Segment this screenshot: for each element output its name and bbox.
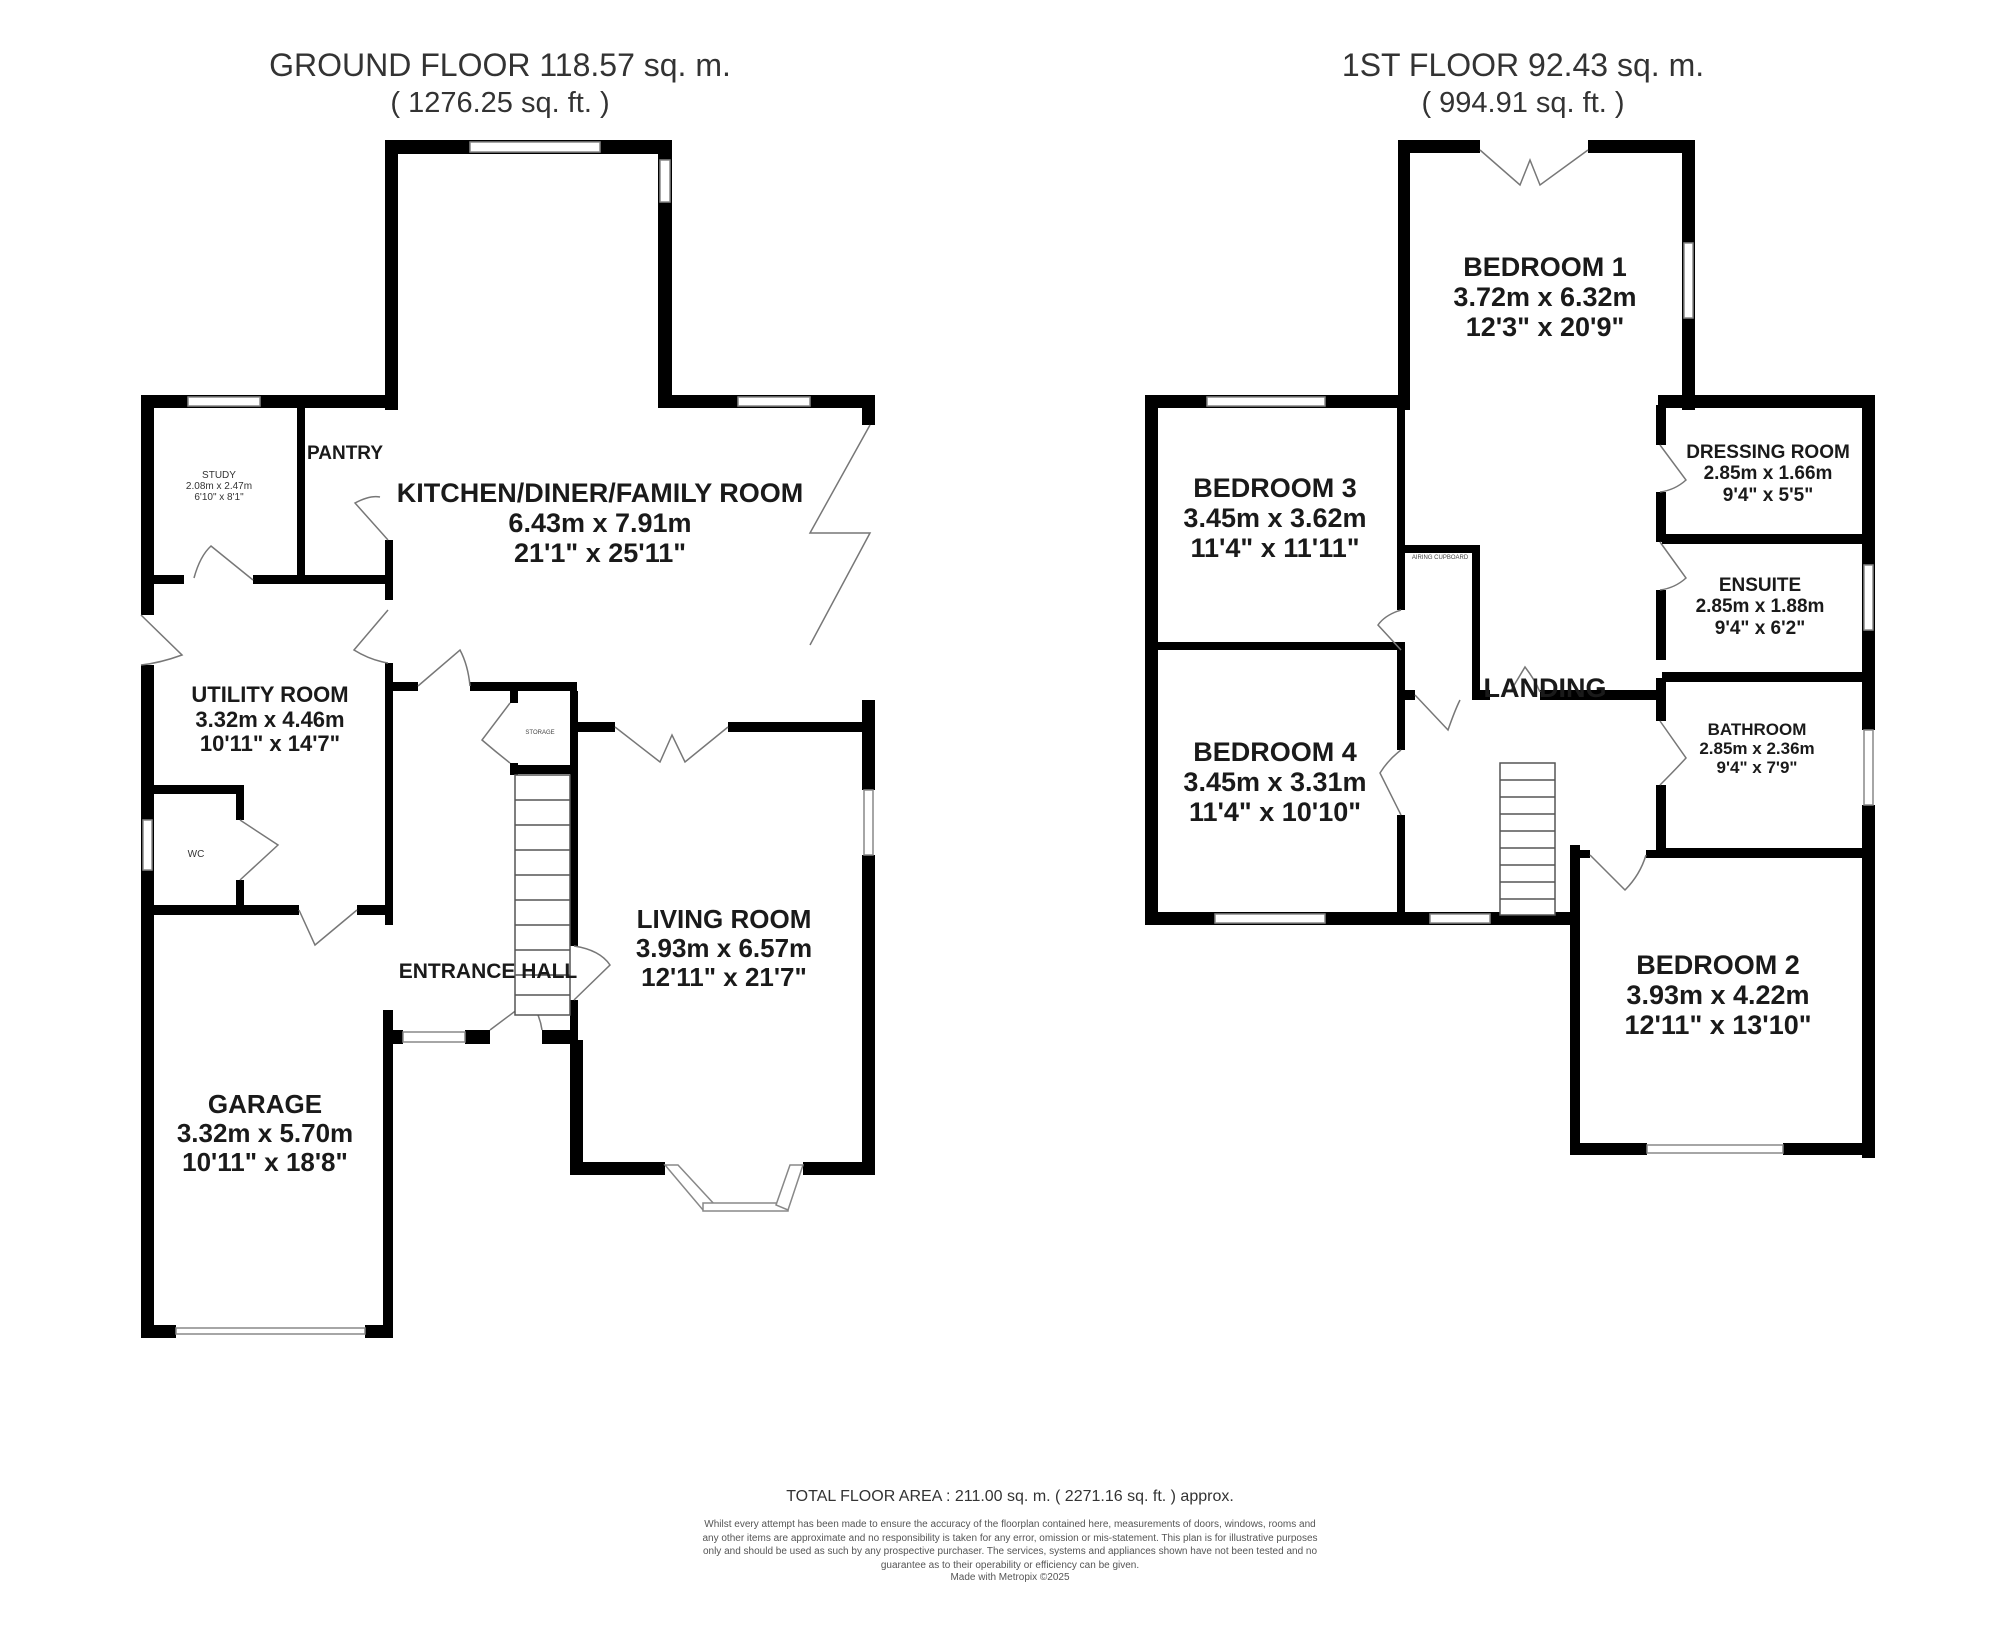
room-name: PANTRY (307, 443, 383, 464)
first-floor-windows (1206, 242, 1874, 1154)
room-name: BEDROOM 3 (1193, 473, 1357, 503)
room-name: GARAGE (207, 1089, 323, 1119)
first-floor-area: 1ST FLOOR 92.43 sq. m. (1341, 47, 1705, 83)
first-floor-doors (1377, 149, 1688, 892)
room-label-pantry: PANTRY (307, 443, 383, 464)
room-label-kitchen: KITCHEN/DINER/FAMILY ROOM 6.43m x 7.91m … (397, 478, 804, 569)
first-floor-area-sqft: ( 994.91 sq. ft. ) (1421, 87, 1625, 119)
ground-floor-windows (142, 141, 874, 1335)
room-name: LANDING (1483, 673, 1607, 703)
room-name: BATHROOM (1707, 720, 1807, 739)
room-size-imperial: 9'4" x 6'2" (1714, 617, 1806, 639)
room-label-airing-cupboard: AIRING CUPBOARD (1412, 555, 1468, 562)
made-with-credit: Made with Metropix ©2025 (950, 1572, 1070, 1583)
total-floor-area: TOTAL FLOOR AREA : 211.00 sq. m. ( 2271.… (786, 1488, 1234, 1505)
room-name: AIRING CUPBOARD (1411, 555, 1469, 561)
first-floor-staircase (1499, 762, 1556, 916)
room-name: BEDROOM 1 (1463, 252, 1627, 282)
room-name: ENTRANCE HALL (398, 960, 578, 983)
room-size-imperial: 12'11" x 13'10" (1624, 1010, 1812, 1041)
disclaimer: Whilst every attempt has been made to en… (702, 1519, 1318, 1571)
first-floor-walls (1145, 140, 1875, 1158)
room-size-metric: 3.32m x 5.70m (176, 1118, 354, 1149)
first-floor-title: 1ST FLOOR 92.43 sq. m. ( 994.91 sq. ft. … (1342, 45, 1704, 121)
room-size-metric: 3.45m x 3.31m (1183, 767, 1367, 798)
room-label-bathroom: BATHROOM 2.85m x 2.36m 9'4" x 7'9" (1699, 720, 1814, 777)
room-label-ensuite: ENSUITE 2.85m x 1.88m 9'4" x 6'2" (1696, 575, 1825, 639)
room-label-bedroom-4: BEDROOM 4 3.45m x 3.31m 11'4" x 10'10" (1183, 737, 1366, 828)
room-size-metric: 3.72m x 6.32m (1453, 282, 1637, 313)
room-label-bedroom-2: BEDROOM 2 3.93m x 4.22m 12'11" x 13'10" (1624, 950, 1811, 1041)
room-label-storage: STORAGE (525, 730, 554, 737)
room-name: BEDROOM 2 (1636, 950, 1800, 980)
room-label-landing: LANDING (1484, 673, 1607, 703)
room-size-metric: 2.85m x 1.66m (1703, 463, 1833, 485)
room-size-imperial: 10'11" x 14'7" (199, 731, 341, 757)
ground-floor-staircase (514, 774, 571, 1016)
room-name: UTILITY ROOM (191, 682, 349, 707)
room-size-imperial: 6'10" x 8'1" (194, 492, 244, 504)
room-size-imperial: 21'1" x 25'11" (513, 538, 687, 569)
room-size-imperial: 11'4" x 10'10" (1188, 797, 1362, 828)
room-label-bedroom-3: BEDROOM 3 3.45m x 3.62m 11'4" x 11'11" (1183, 473, 1366, 564)
room-name: WC (187, 849, 205, 860)
room-size-metric: 3.93m x 6.57m (635, 933, 813, 964)
ground-floor-title: GROUND FLOOR 118.57 sq. m. ( 1276.25 sq.… (269, 45, 731, 121)
room-size-imperial: 11'4" x 11'11" (1190, 533, 1360, 564)
room-name: ENSUITE (1718, 575, 1802, 596)
room-name: STORAGE (525, 730, 555, 736)
ground-floor-doors (140, 424, 872, 1031)
room-label-living: LIVING ROOM 3.93m x 6.57m 12'11" x 21'7" (635, 904, 813, 993)
room-size-metric: 2.85m x 1.88m (1695, 596, 1825, 618)
room-name: DRESSING ROOM (1686, 442, 1850, 463)
room-size-imperial: 9'4" x 5'5" (1722, 484, 1814, 506)
room-name: BEDROOM 4 (1193, 737, 1357, 767)
room-size-metric: 6.43m x 7.91m (508, 508, 692, 539)
room-label-study: STUDY 2.08m x 2.47m 6'10" x 8'1" (186, 470, 252, 504)
ground-floor-area-sqft: ( 1276.25 sq. ft. ) (390, 87, 610, 119)
footer: TOTAL FLOOR AREA : 211.00 sq. m. ( 2271.… (695, 1488, 1325, 1583)
room-size-imperial: 12'3" x 20'9" (1465, 312, 1625, 343)
room-name: KITCHEN/DINER/FAMILY ROOM (396, 478, 804, 508)
room-label-entrance-hall: ENTRANCE HALL (399, 960, 578, 984)
room-label-garage: GARAGE 3.32m x 5.70m 10'11" x 18'8" (176, 1089, 354, 1178)
room-size-imperial: 12'11" x 21'7" (641, 962, 807, 993)
room-label-wc: WC (188, 849, 205, 860)
ground-floor-area: GROUND FLOOR 118.57 sq. m. (269, 47, 731, 83)
room-size-imperial: 9'4" x 7'9" (1716, 758, 1798, 778)
room-name: LIVING ROOM (636, 904, 812, 934)
room-label-dressing-room: DRESSING ROOM 2.85m x 1.66m 9'4" x 5'5" (1686, 442, 1850, 506)
room-size-metric: 3.32m x 4.46m (195, 706, 345, 732)
room-size-metric: 2.85m x 2.36m (1699, 739, 1815, 759)
room-size-metric: 3.45m x 3.62m (1183, 503, 1367, 534)
room-size-metric: 3.93m x 4.22m (1626, 980, 1810, 1011)
room-size-imperial: 10'11" x 18'8" (182, 1147, 348, 1178)
room-label-bedroom-1: BEDROOM 1 3.72m x 6.32m 12'3" x 20'9" (1453, 252, 1636, 343)
room-name: STUDY (202, 470, 236, 481)
room-label-utility: UTILITY ROOM 3.32m x 4.46m 10'11" x 14'7… (191, 682, 349, 757)
room-size-metric: 2.08m x 2.47m (185, 481, 253, 493)
